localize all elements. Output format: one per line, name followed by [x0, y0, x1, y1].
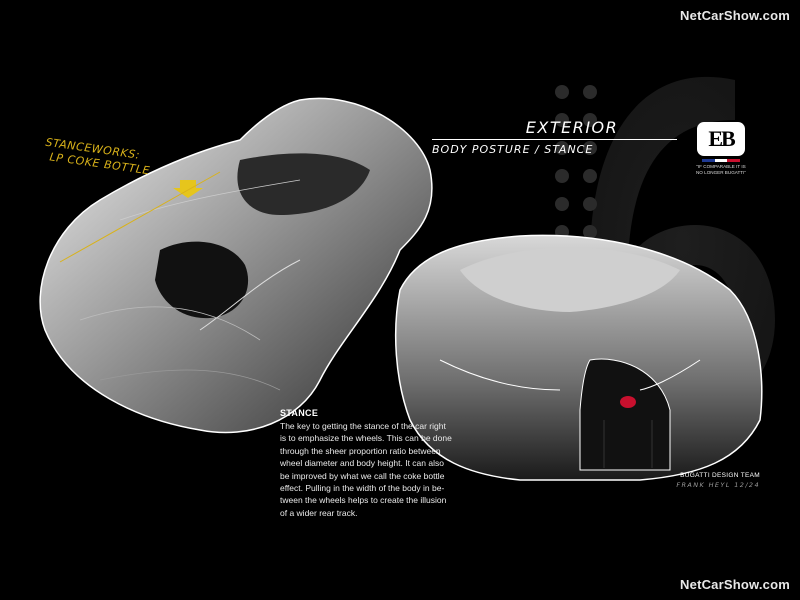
exterior-subtitle: BODY POSTURE / STANCE	[432, 143, 594, 156]
stance-text-block: STANCE The key to getting the stance of …	[280, 408, 490, 519]
flag-stripe	[702, 159, 741, 162]
stance-line: The key to getting the stance of the car…	[280, 421, 446, 431]
stance-body: The key to getting the stance of the car…	[280, 420, 490, 519]
watermark-top: NetCarShow.com	[680, 8, 790, 23]
stance-line: be improved by what we call the coke bot…	[280, 470, 445, 481]
annotation-arrow-icon	[59, 171, 221, 263]
top-view-car-sketch	[39, 97, 433, 434]
design-team-label: BUGATTI DESIGN TEAM	[680, 472, 760, 479]
decorative-dot-grid	[555, 85, 597, 239]
heading-divider	[432, 139, 677, 140]
designer-signature: FRANK HEYL 12/24	[676, 481, 760, 489]
brand-tagline: "IF COMPARABLE IT IS NO LONGER BUGATTI"	[694, 164, 748, 176]
stance-line: is to emphasize the wheels. This can be …	[280, 433, 452, 444]
tagline-line-1: "IF COMPARABLE IT IS	[696, 164, 746, 169]
stance-line: tween the wheels helps to create the ill…	[280, 495, 447, 506]
bugatti-logo-icon: EB	[697, 122, 745, 156]
brand-logo-block: EB "IF COMPARABLE IT IS NO LONGER BUGATT…	[694, 122, 748, 176]
design-credit: BUGATTI DESIGN TEAM FRANK HEYL 12/24	[620, 472, 760, 489]
stance-line: wheel diameter and body height. It can a…	[280, 458, 444, 469]
stance-line: through the sheer proportion ratio betwe…	[280, 445, 441, 456]
tagline-line-2: NO LONGER BUGATTI"	[695, 170, 747, 175]
exterior-title: EXTERIOR	[525, 118, 619, 137]
stance-line: effect. Pulling in the width of the body…	[280, 483, 445, 494]
stance-line: of a wider rear track.	[280, 507, 358, 518]
watermark-bottom: NetCarShow.com	[680, 577, 790, 592]
rear-view-car-sketch	[394, 234, 763, 481]
logo-letters: EB	[708, 126, 735, 151]
stance-heading: STANCE	[280, 408, 319, 418]
exterior-heading: EXTERIOR BODY POSTURE / STANCE	[432, 118, 677, 156]
